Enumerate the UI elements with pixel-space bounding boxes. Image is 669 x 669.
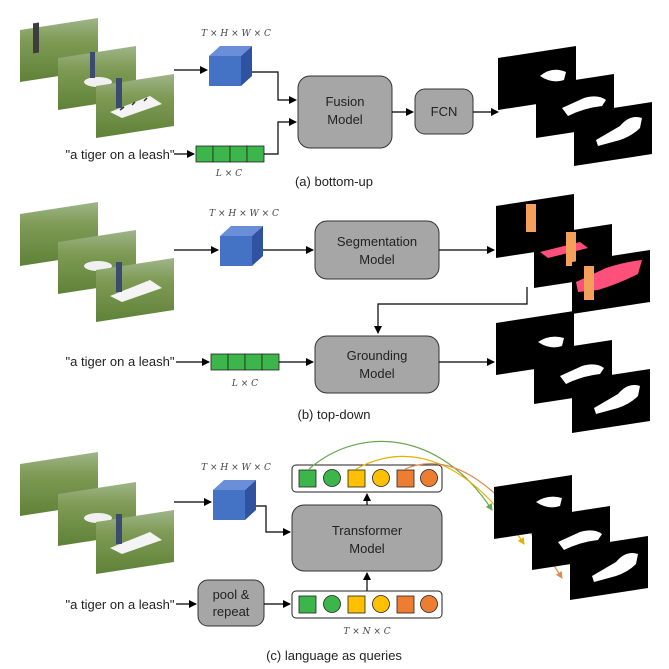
text-tokens xyxy=(210,353,280,371)
trans-model-line2: Model xyxy=(349,541,385,556)
transformer-model-box xyxy=(291,504,443,572)
caption-c: (c) language as queries xyxy=(266,648,402,663)
video-frames-icon xyxy=(20,202,174,322)
caption-a: (a) bottom-up xyxy=(295,174,373,189)
seg-model-line1: Segmentation xyxy=(337,234,417,249)
panel-a: T × H × W × C "a tiger on a leash" L × C… xyxy=(20,18,652,189)
ground-model-line2: Model xyxy=(359,366,395,381)
segmentation-model-box xyxy=(314,220,440,280)
query-text: "a tiger on a leash" xyxy=(66,354,175,369)
text-tokens xyxy=(195,145,265,163)
query-text: "a tiger on a leash" xyxy=(66,147,175,162)
fusion-model-line1: Fusion xyxy=(325,94,364,109)
pool-line2: repeat xyxy=(213,604,250,619)
feature-cube-icon xyxy=(213,480,256,520)
trans-model-line1: Transformer xyxy=(332,523,403,538)
video-frames-icon xyxy=(20,18,174,138)
mask-stack-icon xyxy=(494,475,648,600)
query-text: "a tiger on a leash" xyxy=(66,597,175,612)
text-dim-label: L × C xyxy=(215,169,242,179)
seg-model-line2: Model xyxy=(359,252,395,267)
feature-dim-label: T × H × W × C xyxy=(201,29,271,39)
arrow-masks-to-grounding xyxy=(374,287,528,334)
arrow-cube-to-transformer xyxy=(256,505,291,536)
arrow-cube-to-fusion xyxy=(252,71,297,104)
mask-stack-icon xyxy=(496,194,650,314)
mask-stack-icon xyxy=(498,46,652,166)
caption-b: (b) top-down xyxy=(298,407,371,422)
panel-c: T × H × W × C Transformer Model xyxy=(20,440,648,663)
feature-cube-icon xyxy=(220,226,263,266)
input-query-row xyxy=(291,590,443,619)
fcn-label: FCN xyxy=(431,104,458,119)
ground-model-line1: Grounding xyxy=(347,348,408,363)
pool-line1: pool & xyxy=(213,587,250,602)
fusion-model-line2: Model xyxy=(327,112,363,127)
output-query-row xyxy=(291,464,443,493)
feature-cube-icon xyxy=(209,46,252,86)
grounding-model-box xyxy=(314,335,440,394)
mask-stack-icon xyxy=(496,311,650,433)
text-dim-label: L × C xyxy=(231,379,258,389)
arrow-tokens-to-fusion xyxy=(264,118,297,155)
pool-repeat-box xyxy=(197,579,265,627)
query-dim-label: T × N × C xyxy=(343,627,390,637)
feature-dim-label: T × H × W × C xyxy=(209,209,279,219)
feature-dim-label: T × H × W × C xyxy=(201,463,271,473)
panel-b: T × H × W × C Segmentation Model "a tige… xyxy=(20,194,650,433)
video-frames-icon xyxy=(20,452,174,574)
